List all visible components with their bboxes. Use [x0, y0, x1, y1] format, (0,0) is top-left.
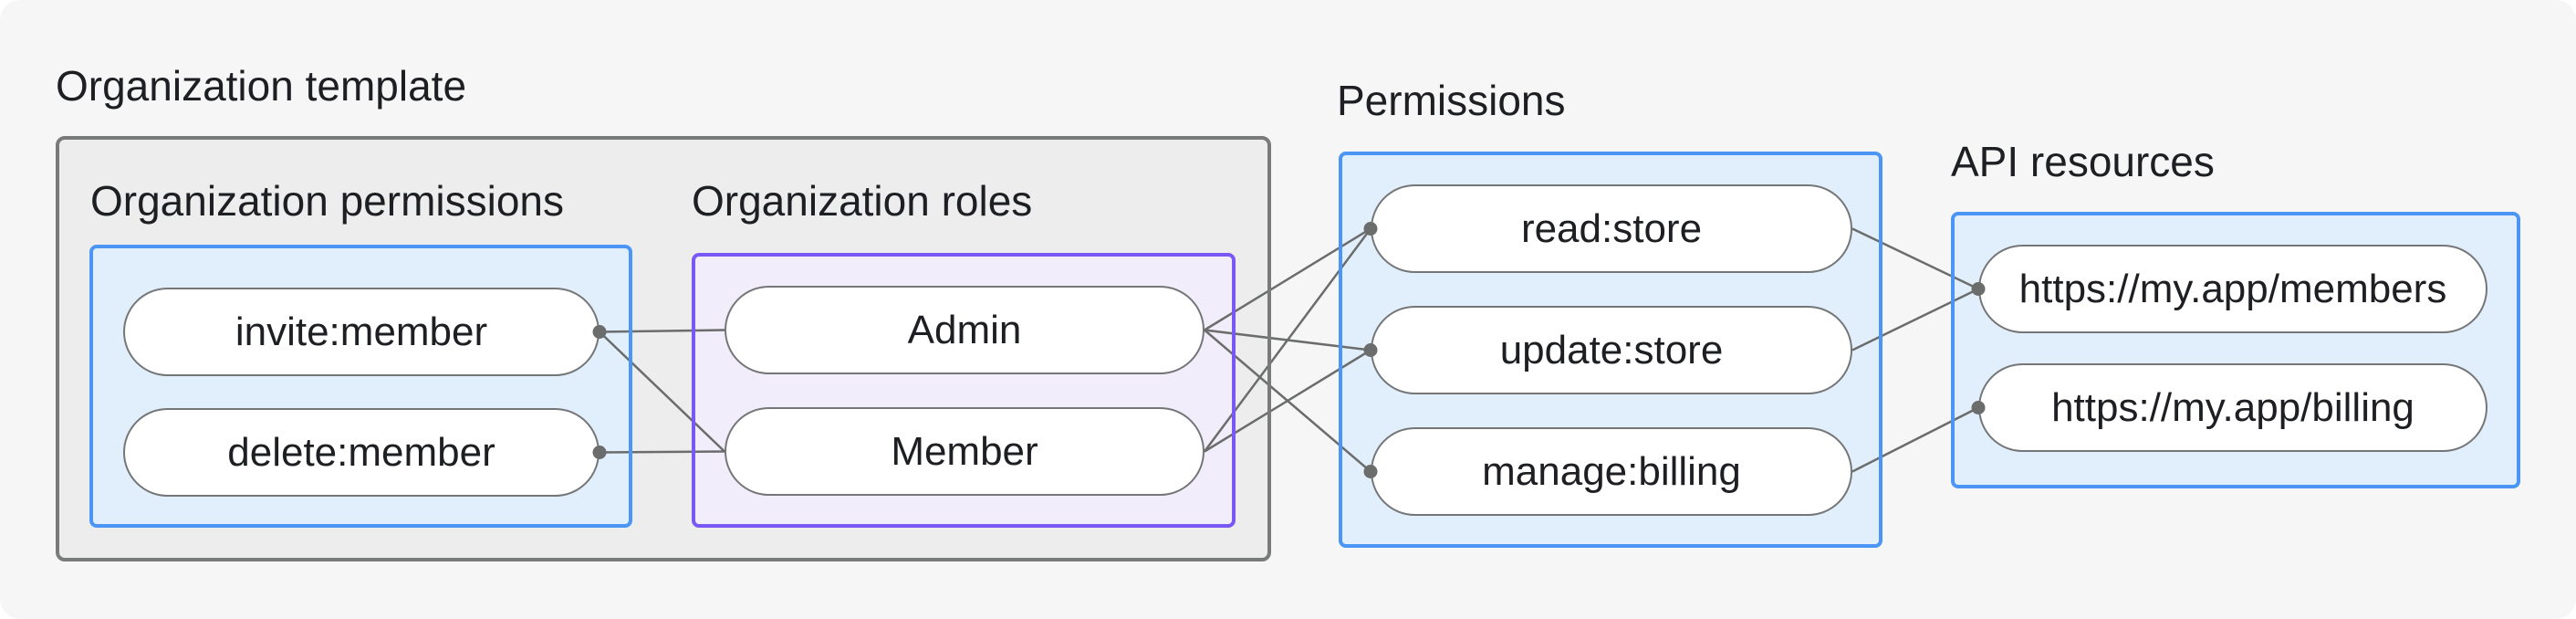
- node-read-store: read:store: [1371, 184, 1852, 273]
- node-api-billing-url: https://my.app/billing: [1978, 363, 2487, 452]
- node-manage-billing: manage:billing: [1371, 427, 1852, 516]
- api-resources-label: API resources: [1951, 138, 2215, 185]
- node-update-store: update:store: [1371, 306, 1852, 394]
- node-member-role: Member: [725, 407, 1205, 496]
- organization-template-label: Organization template: [56, 62, 467, 110]
- organization-permissions-label: Organization permissions: [90, 177, 565, 225]
- permissions-label: Permissions: [1337, 77, 1566, 124]
- organization-roles-label: Organization roles: [692, 177, 1033, 225]
- node-invite-member: invite:member: [123, 288, 600, 376]
- node-admin-role: Admin: [725, 286, 1205, 374]
- node-api-members-url: https://my.app/members: [1978, 245, 2487, 333]
- node-delete-member: delete:member: [123, 408, 600, 497]
